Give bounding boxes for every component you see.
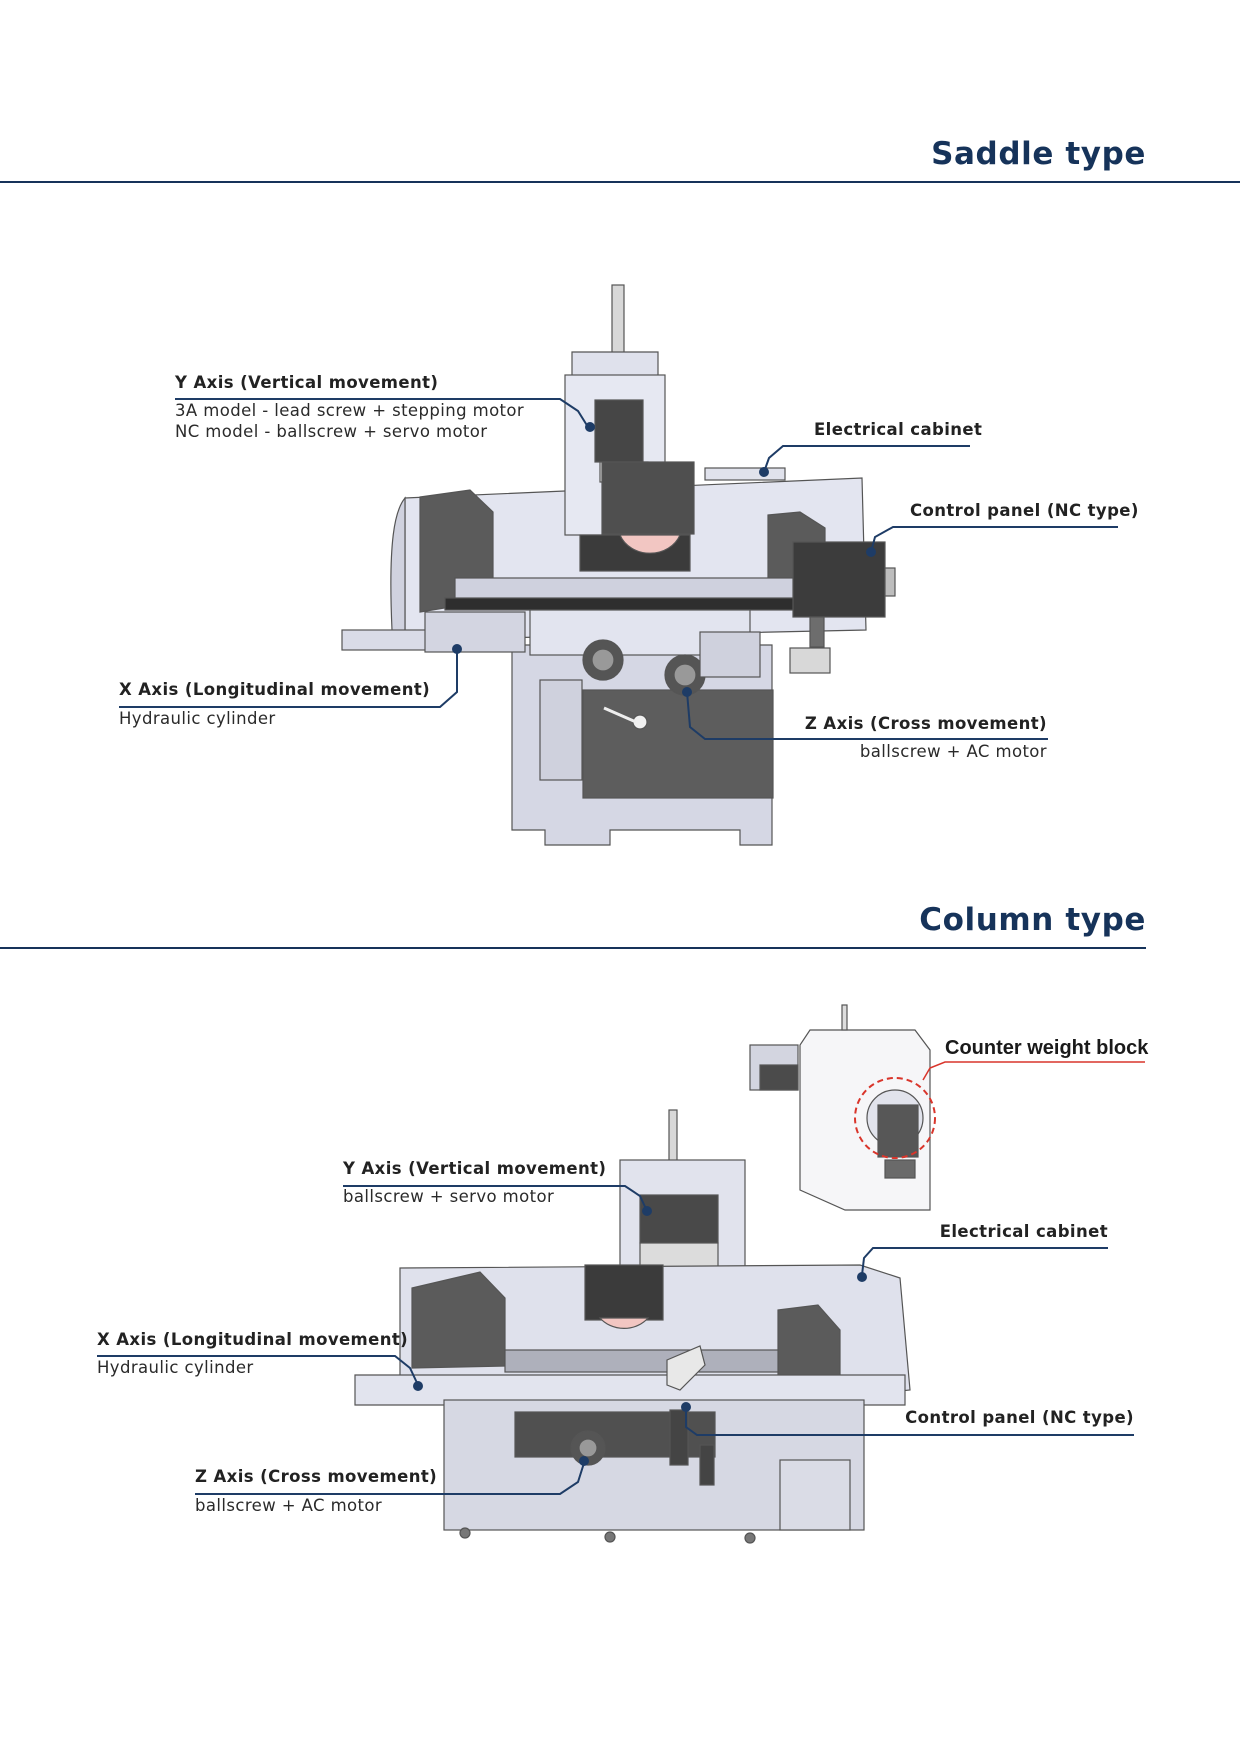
column-control-panel-label: Control panel (NC type) <box>905 1408 1134 1427</box>
column-y-axis-title: Y Axis (Vertical movement) <box>343 1159 607 1178</box>
column-title-rule <box>0 947 1146 949</box>
saddle-x-axis-line: Hydraulic cylinder <box>119 709 276 728</box>
column-electrical-cabinet-label: Electrical cabinet <box>939 1222 1108 1241</box>
column-x-axis-line: Hydraulic cylinder <box>97 1358 254 1377</box>
counter-weight-highlight <box>854 1077 936 1159</box>
counter-weight-leader <box>922 1061 1145 1081</box>
saddle-type-title: Saddle type <box>931 136 1146 172</box>
saddle-electrical-cabinet-label: Electrical cabinet <box>814 420 983 439</box>
column-y-axis-line: ballscrew + servo motor <box>343 1187 555 1206</box>
counter-weight-label: Counter weight block <box>945 1037 1149 1059</box>
column-z-axis-title: Z Axis (Cross movement) <box>195 1467 438 1486</box>
column-type-title: Column type <box>919 902 1146 938</box>
column-x-axis-title: X Axis (Longitudinal movement) <box>97 1330 409 1349</box>
saddle-machine-illustration <box>341 284 896 846</box>
saddle-z-axis-line: ballscrew + AC motor <box>859 742 1047 761</box>
saddle-control-panel-label: Control panel (NC type) <box>910 501 1139 520</box>
saddle-z-axis-title: Z Axis (Cross movement) <box>804 714 1047 733</box>
saddle-x-axis-title: X Axis (Longitudinal movement) <box>119 680 431 699</box>
saddle-title-rule <box>0 181 1240 183</box>
saddle-y-axis-line-2: NC model - ballscrew + servo motor <box>175 422 488 441</box>
column-z-axis-line: ballscrew + AC motor <box>195 1496 383 1515</box>
saddle-y-axis-line-1: 3A model - lead screw + stepping motor <box>175 401 525 420</box>
saddle-y-axis-title: Y Axis (Vertical movement) <box>175 373 439 392</box>
